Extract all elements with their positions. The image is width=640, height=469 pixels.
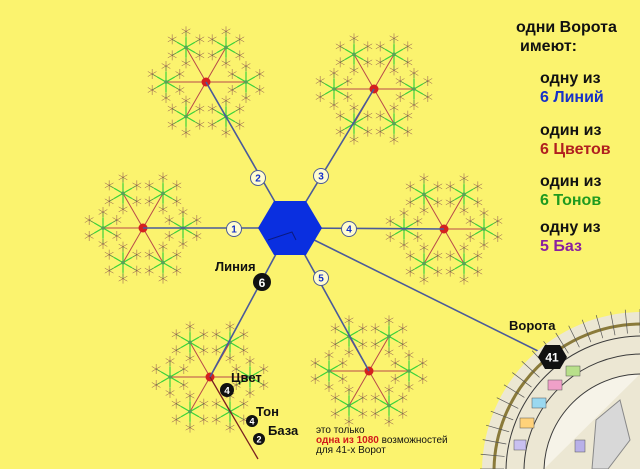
- color-label: Цвет: [231, 370, 262, 385]
- side-item-lines-value: 6 Линий: [540, 89, 604, 106]
- spoke-gate: [289, 227, 549, 357]
- selection-path: 6 4 4 2: [209, 273, 271, 460]
- footnote: это только одна из 1080 возможностей для…: [316, 426, 448, 456]
- hub-hexagon: [258, 201, 322, 255]
- side-panel-title: одни Ворота имеют:: [516, 18, 634, 56]
- base-marker-number: 2: [256, 435, 261, 445]
- side-item-tones-prefix: один из: [540, 173, 602, 190]
- line-marker: [253, 273, 271, 291]
- spoke-number-2: 2: [255, 174, 261, 185]
- side-item-tones-value: 6 Тонов: [540, 192, 602, 209]
- footnote-line2-rest: возможностей: [381, 435, 448, 446]
- tone-marker-number: 4: [249, 417, 254, 427]
- line-marker-number: 6: [259, 276, 266, 290]
- side-item-bases: одну из 5 Баз: [540, 218, 601, 256]
- side-item-bases-value: 5 Баз: [540, 238, 582, 255]
- side-item-tones: один из 6 Тонов: [540, 172, 601, 210]
- base-label: База: [268, 423, 299, 438]
- gate-41-number: 41: [545, 351, 559, 365]
- side-item-bases-prefix: одну из: [540, 219, 601, 236]
- color-marker: [220, 383, 234, 397]
- footnote-line1: это только: [316, 425, 365, 436]
- side-title-line2: имеют:: [520, 38, 577, 55]
- line-label: Линия: [215, 259, 256, 274]
- spoke-number-1: 1: [231, 225, 237, 236]
- gate-41-hexagon: [538, 345, 567, 369]
- gate-label: Ворота: [509, 318, 556, 333]
- tone-label: Тон: [256, 404, 279, 419]
- side-item-lines-prefix: одну из: [540, 70, 601, 87]
- side-item-colors-prefix: один из: [540, 122, 602, 139]
- side-item-colors-value: 6 Цветов: [540, 141, 611, 158]
- color-marker-number: 4: [224, 386, 230, 397]
- spoke-number-4: 4: [346, 225, 352, 236]
- side-item-lines: одну из 6 Линий: [540, 69, 604, 107]
- footnote-highlight: одна из 1080: [316, 435, 379, 446]
- tone-marker: [246, 415, 258, 427]
- side-item-colors: один из 6 Цветов: [540, 121, 611, 159]
- mandala-wheel-fragment: 41: [480, 309, 640, 469]
- spoke-number-circles: 1 2 3 4 5: [226, 168, 357, 286]
- spoke-number-5: 5: [318, 274, 324, 285]
- base-marker: [253, 433, 265, 445]
- hub-inner-line: [267, 231, 297, 241]
- side-title-line1: одни Ворота: [516, 19, 617, 36]
- footnote-line3: для 41-х Ворот: [316, 445, 386, 456]
- spoke-number-3: 3: [318, 172, 324, 183]
